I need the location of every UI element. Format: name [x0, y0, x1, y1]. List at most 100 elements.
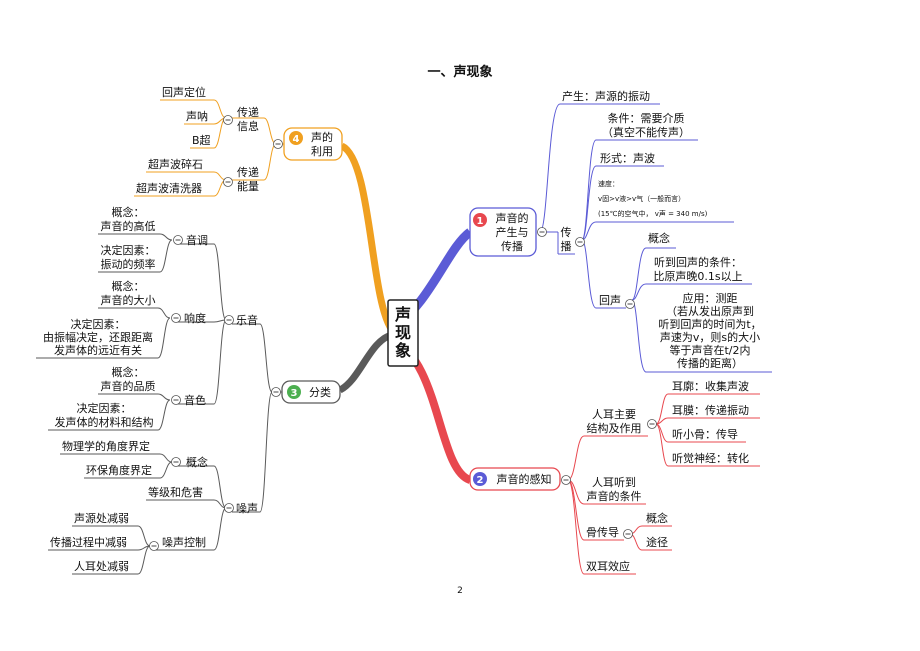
- collapse-toggle-timbre[interactable]: [171, 395, 181, 405]
- collapse-toggle-bone[interactable]: [623, 529, 633, 539]
- t3-timbre-concept-1: 概念：: [112, 365, 145, 379]
- t1-echo-concept: 概念: [648, 231, 670, 245]
- badge-3-text: 3: [291, 388, 298, 399]
- t4-energy-item-2: 超声波清洗器: [136, 181, 202, 195]
- topic-2-label: 声音的感知: [497, 472, 552, 486]
- t1-form: 形式：声波: [600, 151, 655, 165]
- t4-info-item-3: B超: [192, 133, 211, 147]
- center-char-3: 象: [395, 341, 411, 360]
- t4-energy-item-1: 超声波碎石: [148, 157, 203, 171]
- topic-1-line-1: 声音的: [496, 211, 529, 225]
- t1-echo-label: 回声: [599, 293, 621, 307]
- t1-echo-cond-line-2: 比原声晚0.1s以上: [653, 269, 742, 283]
- topic-1-line-2: 产生与: [496, 225, 529, 239]
- t3-timbre-concept-2: 声音的品质: [101, 379, 156, 393]
- topic-3-node[interactable]: 3 分类: [281, 380, 341, 404]
- t2-ear-item-1: 耳廓：收集声波: [672, 379, 749, 393]
- collapse-toggle-topic-1[interactable]: [537, 227, 547, 237]
- badge-2-text: 2: [477, 475, 484, 486]
- collapse-toggle-ear[interactable]: [647, 419, 657, 429]
- t3-pitch-concept-2: 声音的高低: [101, 219, 156, 233]
- t3-music-label: 乐音: [236, 313, 258, 327]
- collapse-toggle-propagate[interactable]: [575, 237, 585, 247]
- t4-info-line-2: 信息: [237, 119, 259, 133]
- collapse-toggle-topic-2[interactable]: [561, 475, 571, 485]
- t3-loudness-factor-3: 发声体的远近有关: [54, 343, 142, 357]
- t3-noise-concept-label: 概念: [186, 455, 208, 469]
- t3-pitch-factor-1: 决定因素：: [101, 243, 156, 257]
- center-char-2: 现: [395, 323, 411, 342]
- collapse-toggle-info[interactable]: [223, 115, 233, 125]
- t2-ear-line-1: 人耳主要: [592, 408, 636, 421]
- t2-ear-item-4: 听觉神经：转化: [672, 451, 749, 465]
- t4-info-line-1: 传递: [237, 105, 259, 119]
- badge-4-text: 4: [293, 134, 300, 145]
- t2-hear-line-1: 人耳听到: [592, 476, 636, 489]
- t4-energy-line-2: 能量: [237, 179, 259, 193]
- t3-loudness-factor-2: 由振幅决定，还跟距离: [43, 330, 153, 344]
- t1-condition-line-2: （真空不能传声）: [602, 125, 690, 139]
- t1-propagate-char-1: 传: [561, 226, 572, 239]
- t3-loudness-concept-2: 声音的大小: [101, 293, 156, 307]
- t2-bone-item-1: 概念: [646, 511, 668, 525]
- number-badge-3: [287, 385, 301, 399]
- collapse-toggle-echo[interactable]: [625, 299, 635, 309]
- branch-t3: [338, 331, 394, 394]
- collapse-toggle-music[interactable]: [224, 315, 234, 325]
- t3-noise-control-item-3: 人耳处减弱: [74, 560, 129, 573]
- t3-timbre-label: 音色: [184, 393, 206, 407]
- t1-echo-app-line-1: 应用：测距: [683, 291, 738, 305]
- topic-4-node[interactable]: 4 声的 利用: [283, 127, 343, 161]
- center-char-1: 声: [394, 305, 411, 324]
- t1-produce: 产生：声源的振动: [562, 89, 650, 103]
- t1-echo-cond-line-1: 听到回声的条件：: [654, 255, 742, 269]
- t2-ear-item-3: 听小骨：传导: [672, 428, 738, 441]
- t3-loudness-factor-1: 决定因素：: [71, 317, 126, 331]
- t3-noise-concept-item-2: 环保角度界定: [86, 463, 152, 477]
- t3-noise-control-label: 噪声控制: [162, 535, 206, 549]
- topic-3-links: [36, 233, 282, 575]
- topic-3-label: 分类: [309, 385, 331, 399]
- collapse-toggle-pitch[interactable]: [173, 235, 183, 245]
- t3-loudness-concept-1: 概念：: [112, 279, 145, 293]
- collapse-toggle-topic-4[interactable]: [273, 139, 283, 149]
- t3-pitch-label: 音调: [186, 233, 208, 247]
- collapse-toggle-topic-3[interactable]: [271, 387, 281, 397]
- t3-noise-control-item-2: 传播过程中减弱: [50, 535, 127, 549]
- collapse-toggle-noise-concept[interactable]: [171, 457, 181, 467]
- t2-bone-label: 骨传导: [586, 526, 619, 539]
- t3-pitch-factor-2: 振动的频率: [101, 257, 156, 271]
- t1-echo-app-line-5: 等于声音在t/2内: [669, 343, 750, 357]
- number-badge-4: [289, 131, 303, 145]
- topic-4-line-2: 利用: [311, 145, 333, 158]
- t1-echo-app-line-4: 声速为v，则s的大小: [660, 330, 760, 344]
- page-number: 2: [457, 586, 463, 596]
- t1-speed-line-1: 速度：: [598, 179, 619, 188]
- t3-noise-concept-item-1: 物理学的角度界定: [62, 439, 150, 453]
- number-badge-1: [473, 213, 487, 227]
- t1-speed-line-2: v固>v液>v气（一般而言）: [598, 194, 685, 203]
- t3-noise-label: 噪声: [236, 501, 258, 515]
- collapse-toggle-loudness[interactable]: [171, 313, 181, 323]
- topic-2-node[interactable]: 2 声音的感知: [469, 467, 561, 491]
- t2-binaural: 双耳效应: [586, 559, 630, 573]
- t2-bone-item-2: 途径: [646, 535, 668, 549]
- topic-4-line-1: 声的: [311, 130, 333, 144]
- collapse-toggle-energy[interactable]: [223, 177, 233, 187]
- t3-noise-harm: 等级和危害: [148, 485, 203, 499]
- collapse-toggle-noise[interactable]: [224, 503, 234, 513]
- topic-1-node[interactable]: 1 声音的 产生与 传播: [469, 207, 537, 257]
- t3-timbre-factor-2: 发声体的材料和结构: [55, 415, 154, 429]
- center-node[interactable]: 声 现 象: [387, 299, 419, 367]
- topic-1-links: [539, 103, 772, 373]
- topic-2-links: [567, 393, 760, 575]
- t2-hear-line-2: 声音的条件: [587, 489, 642, 503]
- t2-ear-line-2: 结构及作用: [587, 421, 642, 435]
- t1-condition-line-1: 条件：需要介质: [608, 111, 685, 125]
- collapse-toggle-noise-control[interactable]: [149, 541, 159, 551]
- t1-echo-app-line-6: 传播的距离）: [677, 356, 743, 370]
- t3-timbre-factor-1: 决定因素：: [77, 401, 132, 415]
- t3-loudness-label: 响度: [184, 311, 206, 325]
- t1-echo-app-line-3: 听到回声的时间为t，: [658, 317, 761, 331]
